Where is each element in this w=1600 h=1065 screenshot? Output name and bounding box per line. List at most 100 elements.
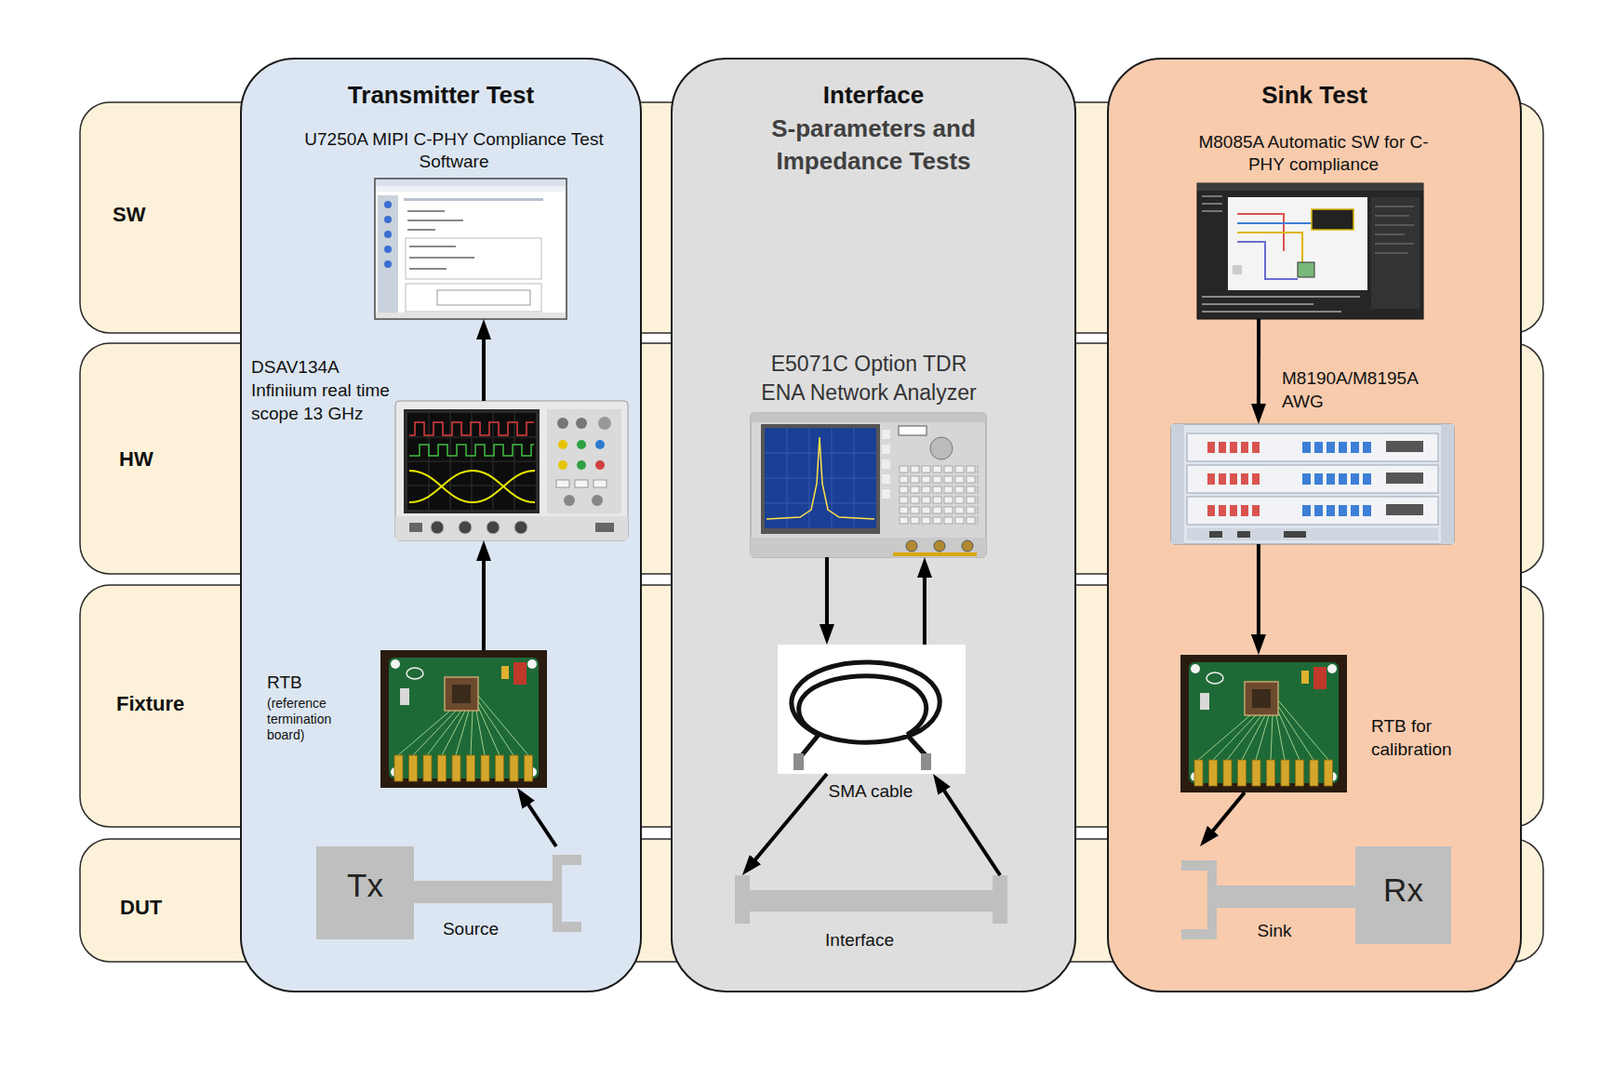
awg-picture [1171,424,1454,545]
oscilloscope-picture [576,440,587,450]
column-heading: Transmitter Test [347,80,534,109]
sink-software-screenshot [1227,197,1368,291]
dut-interface-shape [734,875,750,924]
awg-picture [1171,424,1185,545]
arrow-connector [939,783,1000,876]
software-screenshot: U7250A MIPI C-PHY Compliance Test Softwa… [374,178,567,320]
dut-caption: Sink [1257,920,1293,942]
awg-picture [1237,531,1251,538]
software-screenshot [384,215,392,224]
text-holder: S-parameters and Impedance Tests [733,112,1014,178]
sink-software-screenshot [1201,202,1223,205]
oscilloscope-picture [591,494,603,507]
dut-interface-shape [992,875,1008,924]
test-column: Sink TestM8085A Automatic SW for C-PHY c… [1107,58,1521,992]
software-screenshot [384,200,392,209]
sma-cable-picture [791,662,940,743]
awg-picture [1386,440,1424,453]
network-analyzer-picture [764,427,877,529]
band-label: HW [119,447,154,472]
dut-label: Rx [1383,871,1424,909]
oscilloscope-picture [575,417,587,429]
awg-picture [1283,531,1307,538]
oscilloscope-picture [595,440,605,450]
dut-label: Tx [346,866,384,905]
network-analyzer-picture [893,552,977,557]
oscilloscope-picture [595,522,614,533]
oscilloscope-picture [558,440,568,450]
sma-cable-picture [801,734,926,756]
text-holder: HW [119,447,250,472]
column-shape [1107,58,1521,992]
software-screenshot [405,238,542,280]
dut-receiver-shape [1207,860,1217,940]
awg-picture [1440,424,1454,545]
arrow-connector [922,568,927,645]
dut-transmitter-shape [316,846,414,940]
oscilloscope-picture [409,444,534,456]
awg-picture [1386,472,1424,484]
test-fixture-board: RTB for calibration [1180,654,1347,793]
sink-software-screenshot [1371,197,1420,309]
software-screenshot [374,178,567,320]
dut-caption: Interface [825,930,894,951]
software-screenshot [375,179,566,187]
oscilloscope-picture [407,413,536,510]
sma-cable-picture [920,753,932,771]
instrument-label: M8190A/M8195A AWG [1281,366,1436,414]
text-holder: Interface [813,930,907,951]
arrow-connector [1256,544,1261,644]
fixture-note: (reference termination board) [266,695,372,744]
arrow-connector [749,773,827,867]
oscilloscope-picture [395,400,628,541]
software-screenshot [409,267,447,270]
sma-cable-picture [777,644,966,774]
text-holder: Sink Test [1107,80,1521,109]
text-holder: Interface [671,80,1076,110]
fixture-label: RTB for calibration [1371,714,1469,761]
column-subheading: S-parameters and Impedance Tests [733,112,1014,178]
oscilloscope-picture [395,516,628,541]
oscilloscope-picture [576,460,587,470]
dut-receiver-shape [1181,846,1452,945]
dut-receiver-shape [1181,929,1208,940]
network-analyzer-picture [750,537,987,558]
dut-receiver-shape [1355,846,1452,945]
oscilloscope-picture [430,520,444,534]
test-column: Transmitter TestU7250A MIPI C-PHY Compli… [240,58,641,992]
sink-software-screenshot [1201,295,1360,298]
test-column: InterfaceS-parameters and Impedance Test… [671,58,1076,992]
text-holder: Transmitter Test [240,80,641,109]
software-screenshot [403,198,544,201]
oscilloscope-picture [598,416,612,430]
oscilloscope-picture [486,520,500,534]
network-analyzer-picture [760,424,880,534]
test-fixture-board: RTB(reference termination board) [380,650,547,788]
network-analyzer-picture [750,413,987,558]
text-holder: Sink [1227,920,1321,942]
awg-picture [1205,433,1262,525]
network-analyzer-picture [881,444,891,454]
sink-software-screenshot [1232,265,1242,275]
oscilloscope-picture [409,422,534,436]
sink-software-screenshot [1201,210,1223,213]
awg-picture [1209,531,1223,538]
oscilloscope-picture [593,480,607,488]
sma-cable: SMA cable [777,644,966,774]
software-screenshot [377,195,399,313]
software-screenshot: M8085A Automatic SW for C-PHY compliance [1197,183,1424,320]
text-holder: Rx [1355,871,1452,909]
text-holder: Tx [316,866,414,905]
text-holder: SW [112,202,243,227]
software-screenshot [375,312,566,319]
sink-software-screenshot [1237,232,1303,270]
dut-receiver: RxSink [1181,846,1452,945]
sink-software-screenshot [1311,209,1354,230]
text-holder: U7250A MIPI C-PHY Compliance Test Softwa… [277,128,631,174]
network-analyzer-picture [881,474,891,484]
arrow-connector [481,330,486,401]
arrow-connector [481,551,486,651]
software-screenshot [375,186,566,192]
instrument-label: E5071C Option TDR ENA Network Analyzer [752,349,986,408]
